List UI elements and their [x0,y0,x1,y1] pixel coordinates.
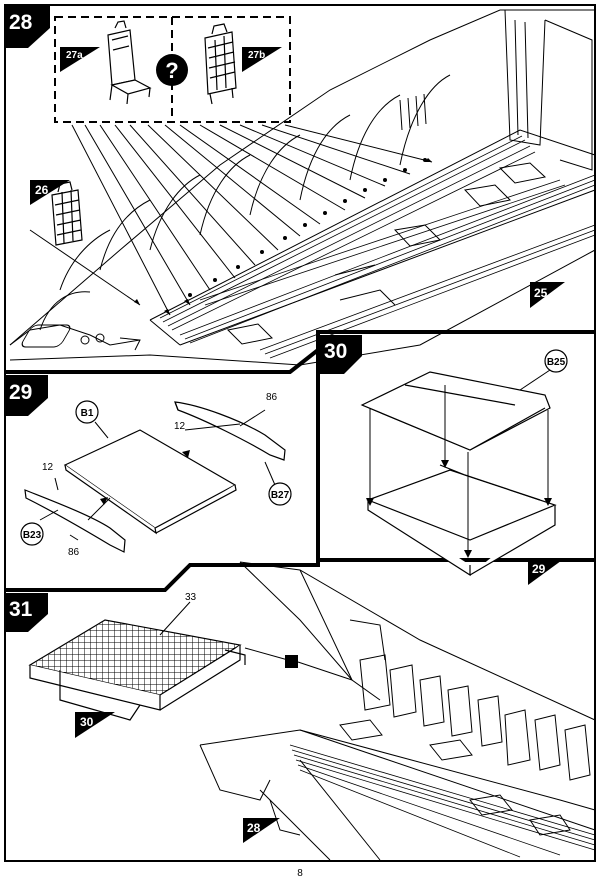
ref-label: 30 [80,715,94,729]
step-number: 31 [9,598,33,621]
seat-27a-illustration [107,20,152,105]
step-29-parts [24,401,286,553]
seat-26-illustration [51,181,83,246]
part-number: 86 [266,392,278,403]
ref-label: 27b [248,50,265,61]
step-number: 28 [9,11,33,34]
reference-triangles [30,47,565,843]
step-31-grille [28,619,246,721]
step-31-fuselage [199,561,596,861]
option-symbol: ? [165,58,178,83]
page-border [4,4,596,862]
ref-label: 27a [66,50,83,61]
step-28-leader-lines [29,124,433,316]
step-28-fuselage [9,9,596,366]
rail-86-upper [174,401,286,461]
divider-28 [5,330,595,374]
part-callouts [20,349,568,546]
option-circle [156,54,188,86]
step-number: 30 [324,340,347,363]
ref-label: 25 [534,286,548,300]
step-30-parts [360,371,557,577]
part-label-b23: B23 [23,530,42,541]
floor-plate-b1 [63,429,237,529]
part-number: 12 [174,421,186,432]
part-label-b27: B27 [271,490,290,501]
step-number: 29 [9,381,32,404]
step-badges [5,5,362,632]
part-number: 12 [42,462,54,473]
part-number: 86 [68,547,80,558]
rail-86-lower [24,489,126,553]
part-label-b1: B1 [81,408,94,419]
seat-27b-illustration [204,23,237,105]
ref-label: 29 [532,562,546,576]
step-29-leaders [39,409,276,541]
part-number: 33 [185,592,197,603]
page-number: 8 [297,868,303,879]
step-30-arrows [369,369,551,552]
part-label-b25: B25 [547,357,566,368]
step-31-leaders [159,601,353,681]
attach-point-marker [285,655,298,668]
divider-31 [5,558,595,592]
ref-label: 26 [35,183,49,197]
ref-label: 28 [247,821,261,835]
